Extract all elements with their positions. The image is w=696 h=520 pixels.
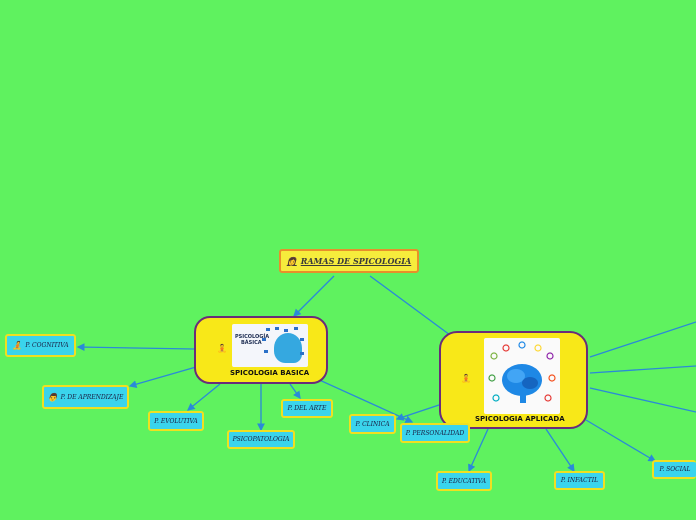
branch-clinica-label: P. CLINICA xyxy=(355,420,390,428)
branch-social[interactable]: P. SOCIAL xyxy=(652,460,696,479)
branch-infantil[interactable]: P. INFACTIL xyxy=(554,471,605,490)
root-topic[interactable]: 👩 RAMAS DE SPICOLOGIA xyxy=(279,249,419,273)
brain-image xyxy=(484,338,560,414)
branch-psicopatologia[interactable]: PSICOPATOLOGIA xyxy=(227,430,295,449)
main-topic-basica-label: SPICOLOGIA BASICA xyxy=(230,369,310,377)
main-topic-basica[interactable]: 🧘 PSICOLOGÍA BÁSICA SPICOLOGIA BASICA xyxy=(194,316,328,384)
branch-arte[interactable]: P. DEL ARTE xyxy=(281,399,333,418)
image-text-1: PSICOLOGÍA xyxy=(235,334,270,340)
edge-aplicada-infantil xyxy=(545,428,575,473)
branch-infantil-label: P. INFACTIL xyxy=(560,477,599,484)
branch-social-label: P. SOCIAL xyxy=(659,466,691,473)
edge-aplicada-educativa xyxy=(468,428,489,473)
branch-aprendizaje-label: P. DE APRENDIZAJE xyxy=(60,393,124,401)
branch-clinica[interactable]: P. CLINICA xyxy=(349,414,396,434)
brain-icon xyxy=(488,341,556,403)
main-topic-aplicada[interactable]: 🧘 SPICOLOGIA APLICADA xyxy=(439,331,588,429)
branch-educativa[interactable]: P. EDUCATIVA xyxy=(436,471,492,491)
branch-educativa-label: P. EDUCATIVA xyxy=(441,477,487,485)
branch-personalidad-label: P. PERSONALIDAD xyxy=(405,429,465,437)
person-icon: 👩 xyxy=(286,256,297,266)
edge-aplicada-offscreen-3 xyxy=(589,387,696,413)
edge-basica-evolutiva xyxy=(186,383,221,411)
edge-basica-aprendizaje xyxy=(128,366,197,388)
edge-aplicada-clinica xyxy=(395,404,440,421)
meditation-icon: 🧘 xyxy=(461,374,471,383)
branch-cognitiva-label: P. COGNITIVA xyxy=(25,342,69,349)
image-text-2: BÁSICA xyxy=(241,340,262,346)
main-topic-aplicada-label: SPICOLOGIA APLICADA xyxy=(475,415,565,423)
root-topic-label: RAMAS DE SPICOLOGIA xyxy=(300,256,412,266)
edge-aplicada-social xyxy=(585,419,657,462)
edge-basica-arte xyxy=(289,383,301,400)
branch-personalidad[interactable]: P. PERSONALIDAD xyxy=(400,423,470,443)
branch-cognitiva[interactable]: 🧘 P. COGNITIVA xyxy=(5,334,76,357)
edge-basica-cognitiva xyxy=(76,343,195,352)
edge-aplicada-offscreen-1 xyxy=(589,321,696,358)
branch-evolutiva-label: P. EVOLUTIVA xyxy=(154,417,198,425)
branch-evolutiva[interactable]: P. EVOLUTIVA xyxy=(148,411,204,431)
meditation-icon: 🧘 xyxy=(217,344,227,353)
psicologia-basica-image: PSICOLOGÍA BÁSICA xyxy=(232,324,308,367)
edge-root-aplicada xyxy=(369,275,451,336)
person-icon: 🧘 xyxy=(12,341,23,350)
app-icons-cluster xyxy=(262,327,304,355)
person-icon: 👨 xyxy=(47,392,58,402)
branch-psicopatologia-label: PSICOPATOLOGIA xyxy=(232,436,290,443)
edge-root-basica xyxy=(293,275,335,317)
branch-aprendizaje[interactable]: 👨 P. DE APRENDIZAJE xyxy=(42,385,129,409)
edge-aplicada-offscreen-2 xyxy=(589,365,696,374)
branch-arte-label: P. DEL ARTE xyxy=(287,405,327,412)
head-silhouette-icon xyxy=(274,333,302,363)
